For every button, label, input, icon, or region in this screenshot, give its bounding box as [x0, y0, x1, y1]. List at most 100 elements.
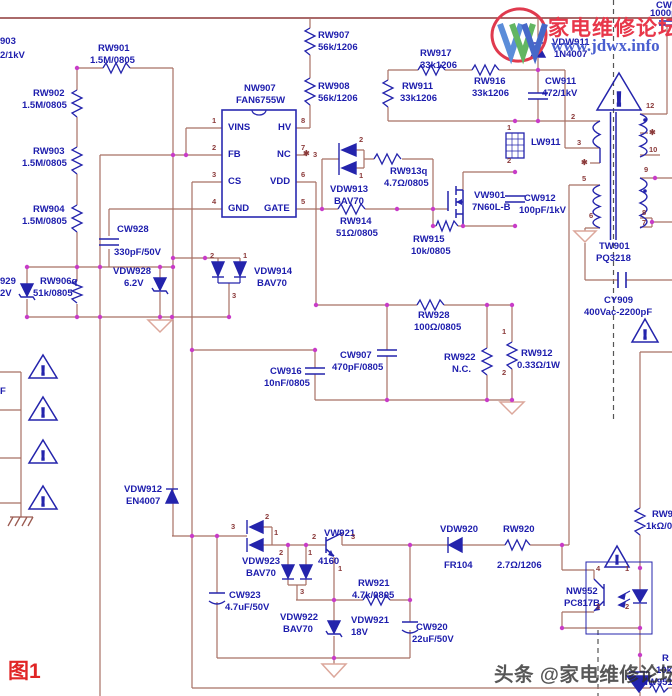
tf-pin-11-nc-icon: ✱ [649, 128, 656, 137]
label-rw917-val: 33k1206 [420, 60, 457, 71]
label-1000p-cut: 1000p [650, 8, 672, 19]
vdw913-pin-2: 2 [359, 135, 364, 144]
vdw913-pin-1: 1 [359, 171, 364, 180]
label-rw908-val: 56k/1206 [318, 93, 358, 104]
tf-pin-3: 3 [577, 138, 582, 147]
ic-outline [221, 109, 297, 218]
label-rw907-val: 56k/1206 [318, 42, 358, 53]
vw921-pin-2: 2 [312, 532, 317, 541]
label-vdw922: VDW922 [280, 612, 319, 623]
label-rw9-cut: RW9 [652, 509, 672, 520]
label-cw907-val: 470pF/0805 [332, 362, 384, 373]
label-rw907: RW907 [318, 30, 350, 41]
label-cw923: CW923 [229, 590, 261, 601]
watermark-forum-name: 家电维修论坛 [548, 17, 672, 40]
vw921-pin-3: 3 [351, 532, 356, 541]
label-vdw913-val: BAV70 [334, 196, 364, 207]
label-vdw928: VDW928 [113, 266, 152, 277]
label-rw911-val: 33k1206 [400, 93, 437, 104]
label-cw920-val: 22uF/50V [412, 634, 454, 645]
label-cw907: CW907 [340, 350, 372, 361]
svg-text:!: ! [615, 553, 619, 567]
label-nw952-part: PC817B [564, 598, 600, 609]
label-rw913q: RW913q [390, 166, 428, 177]
label-vdw920-val: FR104 [444, 560, 473, 571]
tf-pin-2: 2 [571, 112, 576, 121]
tf-pin-6: 6 [589, 211, 594, 220]
label-rw911: RW911 [402, 81, 433, 92]
label-rw928: RW928 [418, 310, 450, 321]
label-cw9-cut: CW9 [656, 0, 672, 11]
label-rw903: RW903 [33, 146, 65, 157]
vdw914-pin-2: 2 [210, 251, 215, 260]
label-rw920: RW920 [503, 524, 535, 535]
capacitor-symbols [99, 20, 672, 634]
label-cw923-val: 4.7uF/50V [225, 602, 270, 613]
label-cw928: CW928 [117, 224, 149, 235]
label-cut-f: F [0, 386, 6, 397]
ic-pin-vdd: VDD [270, 176, 291, 187]
label-tw901-part: PQ3218 [596, 253, 631, 264]
tf-pin-9: 9 [644, 165, 649, 174]
label-rw916-val: 33k1206 [472, 88, 509, 99]
ic-pin-num-2: 2 [212, 143, 217, 152]
wires [0, 18, 672, 696]
label-lw911: LW911 [531, 137, 561, 148]
ic-pin-num-8: 8 [301, 116, 306, 125]
label-rw906q: RW906q [40, 276, 78, 287]
ic-pin-num-3: 3 [212, 170, 217, 179]
ic-pin-nc: NC [277, 149, 291, 160]
tf-pin-7: 7 [642, 218, 647, 227]
label-rw908: RW908 [318, 81, 350, 92]
transistor-symbol [325, 532, 343, 557]
label-rw904-val: 1.5M/0805 [22, 216, 67, 227]
label-vdw929-val: 2V [0, 288, 12, 299]
label-rw920-val: 2.7Ω/1206 [497, 560, 542, 571]
ic-pin-fb: FB [228, 149, 241, 160]
ic-pin-num-6: 6 [301, 170, 306, 179]
label-cw920: CW920 [416, 622, 448, 633]
label-vdw923: VDW923 [242, 556, 281, 567]
label-10k-cut: 10k [656, 665, 672, 676]
vdw923-pin-2: 2 [265, 512, 270, 521]
rw912-pin-1: 1 [502, 327, 507, 336]
label-rw9-val-cut: 1kΩ/08 [646, 521, 672, 532]
label-rw915-val: 10k/0805 [411, 246, 451, 257]
vdw923-pin-1: 1 [274, 528, 279, 537]
lw911-pin-1: 1 [507, 123, 512, 132]
label-rw912: RW912 [521, 348, 553, 359]
label-rw914-val: 51Ω/0805 [336, 228, 378, 239]
label-rw912-val: 0.33Ω/1W [517, 360, 560, 371]
vdw922-pin-3: 3 [300, 587, 305, 596]
label-vdw911-val: 1N4007 [554, 49, 588, 60]
label-nw907-part: FAN6755W [236, 95, 286, 106]
label-rw902-val: 1.5M/0805 [22, 100, 67, 111]
forum-logo-icon [490, 7, 548, 65]
label-vdw921: VDW921 [351, 615, 390, 626]
vdw914-pin-1: 1 [243, 251, 248, 260]
svg-text:!: ! [41, 448, 45, 463]
label-vw921-val: 4160 [318, 556, 340, 567]
ic-pin-num-5: 5 [301, 197, 306, 206]
junction-dots [24, 65, 658, 661]
warning-triangle-icons: ! ! ! ! ! ! ! [27, 71, 660, 568]
label-r-cut: R [662, 653, 669, 664]
ic-pin-num-4: 4 [212, 197, 217, 206]
svg-text:!: ! [616, 89, 623, 111]
label-vw921: VW921 [324, 528, 356, 539]
label-rw921: RW921 [358, 578, 390, 589]
label-vdw911: VDW911 [552, 37, 590, 48]
nc-mark-icon: ✱ [303, 149, 310, 158]
label-vdw913: VDW913 [330, 184, 369, 195]
label-cw928-val: 330pF/50V [114, 247, 161, 258]
lw911-pin-2: 2 [507, 156, 512, 165]
label-rw904: RW904 [33, 204, 65, 215]
transformer-symbol [592, 112, 648, 240]
ic-pin-cs: CS [228, 176, 242, 187]
nw952-pin-4: 4 [596, 564, 601, 573]
label-rw922: RW922 [444, 352, 476, 363]
chassis-ground-symbol [7, 516, 34, 527]
rw912-pin-2: 2 [502, 368, 507, 377]
label-c903-val: 2/1kV [0, 50, 25, 61]
